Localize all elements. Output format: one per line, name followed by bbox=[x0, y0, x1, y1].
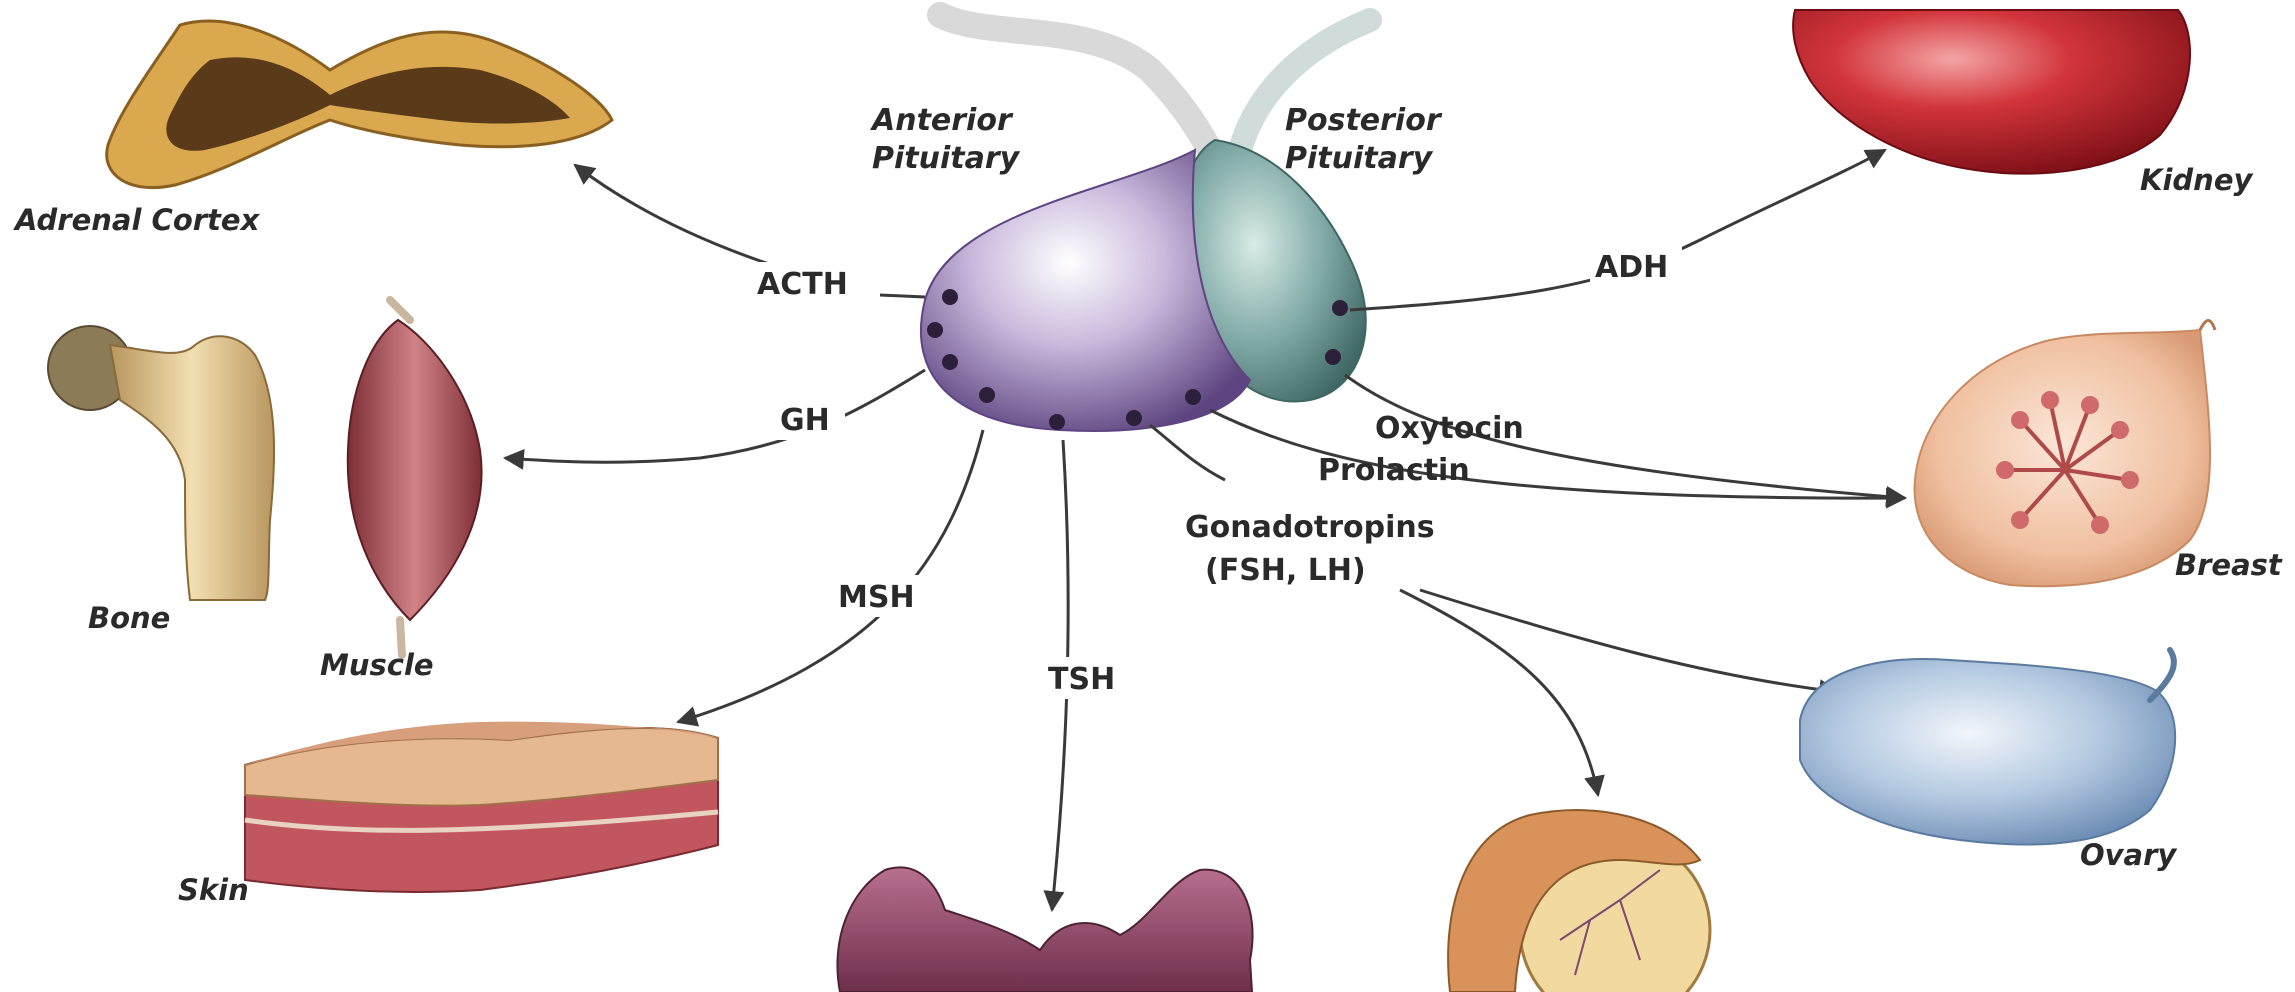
adrenal-cortex-illustration bbox=[107, 21, 612, 188]
anterior-pituitary-label-line2: Pituitary bbox=[872, 141, 1021, 176]
testis-illustration bbox=[1448, 810, 1710, 992]
msh-label: MSH bbox=[838, 580, 915, 615]
gonadotropins-arrow bbox=[1150, 425, 1225, 480]
thyroid-illustration bbox=[837, 867, 1252, 992]
gonadotropins-to-testis-arrow bbox=[1400, 590, 1598, 795]
muscle-illustration bbox=[348, 300, 482, 655]
skin-label: Skin bbox=[178, 873, 249, 907]
breast-label: Breast bbox=[2175, 548, 2283, 582]
skin-illustration bbox=[245, 722, 718, 892]
bone-label: Bone bbox=[88, 601, 170, 635]
posterior-pituitary-label: Posterior bbox=[1285, 103, 1443, 138]
ovary-label: Ovary bbox=[2080, 838, 2177, 872]
posterior-pituitary-label-line2: Pituitary bbox=[1285, 141, 1434, 176]
bone-illustration bbox=[48, 326, 274, 600]
oxytocin-label: Oxytocin bbox=[1375, 411, 1524, 446]
adrenal-cortex-label: Adrenal Cortex bbox=[13, 203, 261, 237]
adh-label: ADH bbox=[1595, 250, 1668, 285]
gh-arrow bbox=[505, 370, 925, 462]
prolactin-label: Prolactin bbox=[1318, 453, 1470, 488]
gonadotropins-subtypes-label: (FSH, LH) bbox=[1205, 553, 1366, 588]
msh-arrow bbox=[678, 430, 983, 722]
anterior-pituitary-label: Anterior bbox=[870, 103, 1014, 138]
ovary-illustration bbox=[1800, 650, 2175, 845]
gonadotropins-label: Gonadotropins bbox=[1185, 510, 1435, 545]
pituitary-stalk bbox=[940, 15, 1370, 160]
gh-label: GH bbox=[780, 403, 830, 438]
kidney-label: Kidney bbox=[2140, 163, 2253, 197]
gonadotropins-to-ovary-arrow bbox=[1420, 590, 1838, 692]
breast-illustration bbox=[1915, 321, 2215, 587]
acth-label: ACTH bbox=[757, 267, 848, 302]
tsh-label: TSH bbox=[1048, 662, 1115, 697]
muscle-label: Muscle bbox=[320, 648, 434, 682]
kidney-illustration bbox=[1793, 10, 2190, 174]
